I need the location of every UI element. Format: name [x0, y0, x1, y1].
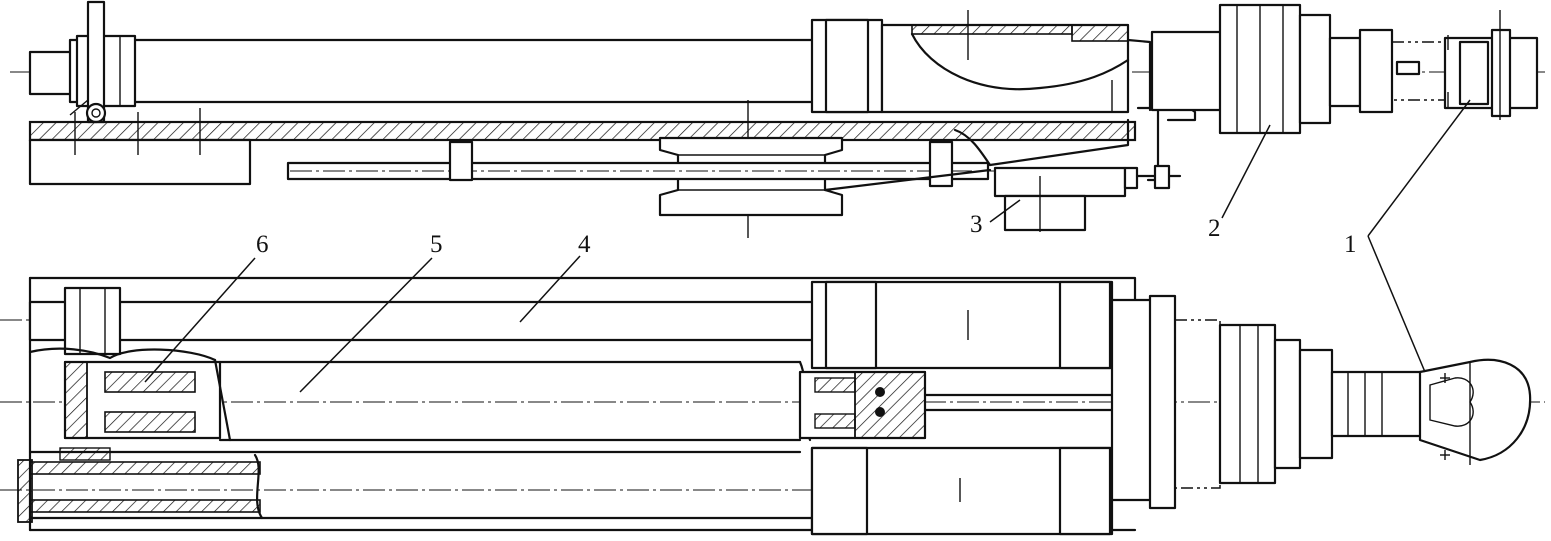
lever-pivot: [85, 102, 107, 124]
callout-4: 4: [578, 231, 591, 258]
lower-end-plate: [1110, 298, 1154, 502]
part-3-body: [993, 166, 1127, 198]
upper-long-tube: [68, 38, 817, 104]
upper-view: [10, 0, 1545, 238]
rod-end-sleeve: [1330, 370, 1429, 438]
lower-clevis-eye: [1418, 358, 1532, 462]
callout-1: 1: [1344, 231, 1357, 258]
left-shaft-end: [28, 50, 77, 96]
callout-5: 5: [430, 231, 443, 258]
upper-clamp-collar: [75, 34, 137, 108]
callout-group: 1 2 3 4 5 6: [144, 99, 1471, 393]
leader-line-3: [989, 199, 1021, 223]
leader-line-2: [1221, 124, 1271, 219]
part-4-tube: [28, 300, 817, 342]
lower-left-block: [28, 138, 252, 186]
upper-adapter: [1150, 30, 1224, 112]
lower-view: [0, 276, 1545, 536]
base-plate: [28, 120, 1137, 142]
lower-flange-disk: [1218, 323, 1277, 485]
leader-line-6: [144, 257, 256, 383]
callout-3: 3: [970, 211, 983, 238]
leader-line-4: [519, 255, 581, 323]
leader-line-1a: [1367, 99, 1471, 237]
leader-line-1b: [1367, 235, 1426, 373]
leader-line-5: [299, 257, 433, 393]
callout-2: 2: [1208, 215, 1221, 242]
lower-frame-top: [28, 276, 1137, 302]
callout-6: 6: [256, 231, 269, 258]
